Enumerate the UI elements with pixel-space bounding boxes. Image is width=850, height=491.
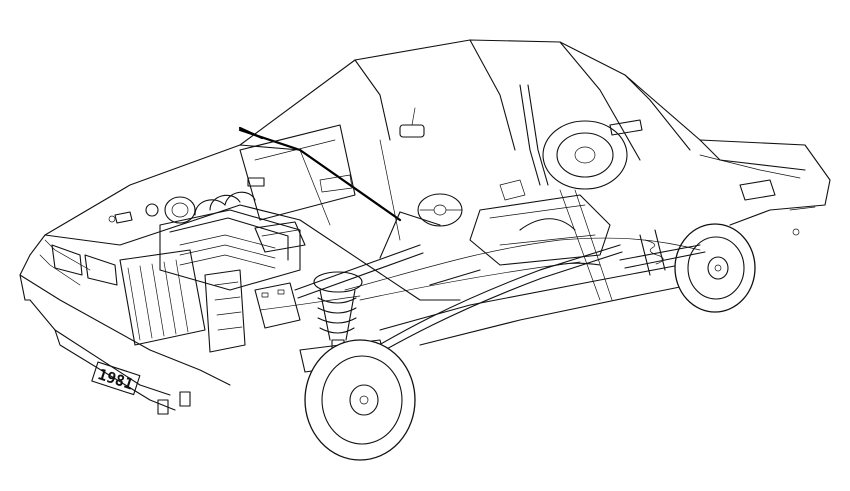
car-body-outline [19, 39, 831, 415]
rear-bumper [609, 119, 816, 236]
seat-belt [499, 84, 613, 301]
interior-mirror [399, 107, 425, 138]
spare-tire [542, 120, 628, 190]
radiator [119, 249, 246, 353]
fuel-tank [469, 194, 611, 266]
engine-block [159, 191, 306, 329]
front-wheel [304, 339, 416, 461]
door-panel [239, 124, 356, 221]
fender-components [108, 203, 159, 224]
steering-wheel [399, 193, 463, 227]
rear-suspension [619, 229, 706, 276]
brake-lines [259, 237, 701, 311]
rear-wheel [674, 223, 756, 313]
